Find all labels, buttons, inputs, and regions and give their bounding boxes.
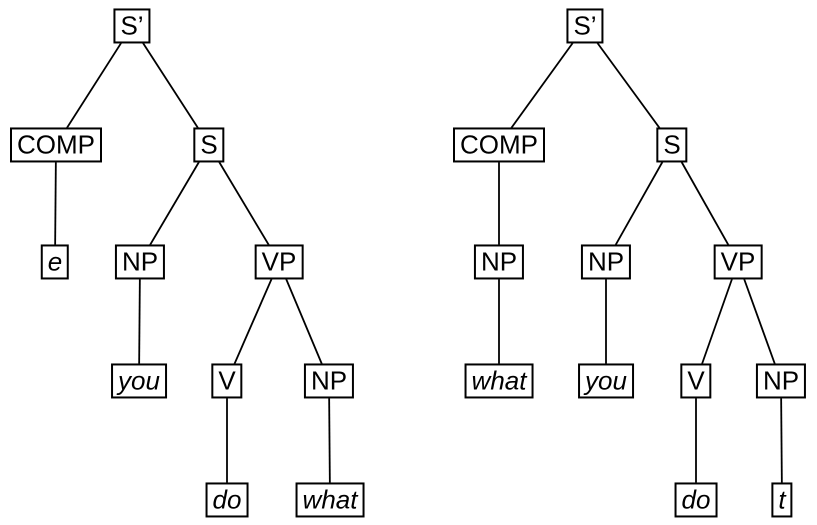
tree-edge-left-tree-vp-v bbox=[226, 261, 280, 382]
tree-node-right-tree-do: do bbox=[674, 482, 718, 518]
tree-node-right-tree-you: you bbox=[578, 363, 634, 399]
tree-edge-right-tree-s-np-subj bbox=[605, 144, 673, 263]
tree-node-right-tree-s: S bbox=[656, 127, 688, 163]
tree-node-left-tree-np-obj: NP bbox=[303, 363, 355, 399]
tree-node-left-tree-np-subj: NP bbox=[114, 244, 166, 280]
tree-edge-left-tree-np-obj-what bbox=[328, 380, 331, 501]
tree-node-right-tree-what: what bbox=[464, 363, 534, 399]
tree-node-left-tree-sbar: S’ bbox=[113, 8, 151, 44]
tree-node-left-tree-do: do bbox=[205, 482, 249, 518]
tree-node-left-tree-you: you bbox=[111, 363, 167, 399]
tree-edge-left-tree-s-vp bbox=[208, 144, 280, 263]
tree-edge-left-tree-np-subj-you bbox=[138, 261, 141, 382]
tree-edge-right-tree-s-vp bbox=[671, 144, 739, 263]
tree-node-left-tree-vp: VP bbox=[254, 244, 304, 280]
tree-edge-right-tree-vp-v bbox=[695, 261, 739, 382]
tree-edge-right-tree-sbar-s bbox=[584, 25, 673, 146]
tree-node-left-tree-e: e bbox=[40, 244, 70, 280]
tree-edge-left-tree-sbar-comp bbox=[55, 25, 133, 146]
tree-node-right-tree-np-obj: NP bbox=[755, 363, 807, 399]
tree-node-right-tree-np-subj: NP bbox=[580, 244, 632, 280]
tree-edge-left-tree-s-np-subj bbox=[139, 144, 210, 263]
tree-node-left-tree-what: what bbox=[295, 482, 365, 518]
tree-node-right-tree-comp: COMP bbox=[453, 127, 545, 163]
tree-edge-right-tree-vp-np-obj bbox=[737, 261, 782, 382]
tree-node-left-tree-comp: COMP bbox=[10, 127, 102, 163]
tree-node-right-tree-sbar: S’ bbox=[566, 8, 604, 44]
tree-node-right-tree-v: V bbox=[680, 363, 712, 399]
tree-node-right-tree-vp: VP bbox=[713, 244, 763, 280]
tree-node-right-tree-t: t bbox=[771, 482, 793, 518]
tree-edge-right-tree-np-obj-t bbox=[780, 380, 783, 501]
tree-edge-left-tree-vp-np-obj bbox=[278, 261, 330, 382]
tree-edge-left-tree-comp-e bbox=[54, 144, 57, 263]
tree-node-left-tree-s: S bbox=[193, 127, 225, 163]
tree-node-left-tree-v: V bbox=[211, 363, 243, 399]
tree-node-right-tree-np-comp: NP bbox=[473, 244, 525, 280]
tree-edge-right-tree-sbar-comp bbox=[498, 25, 586, 146]
tree-edge-left-tree-sbar-s bbox=[131, 25, 210, 146]
